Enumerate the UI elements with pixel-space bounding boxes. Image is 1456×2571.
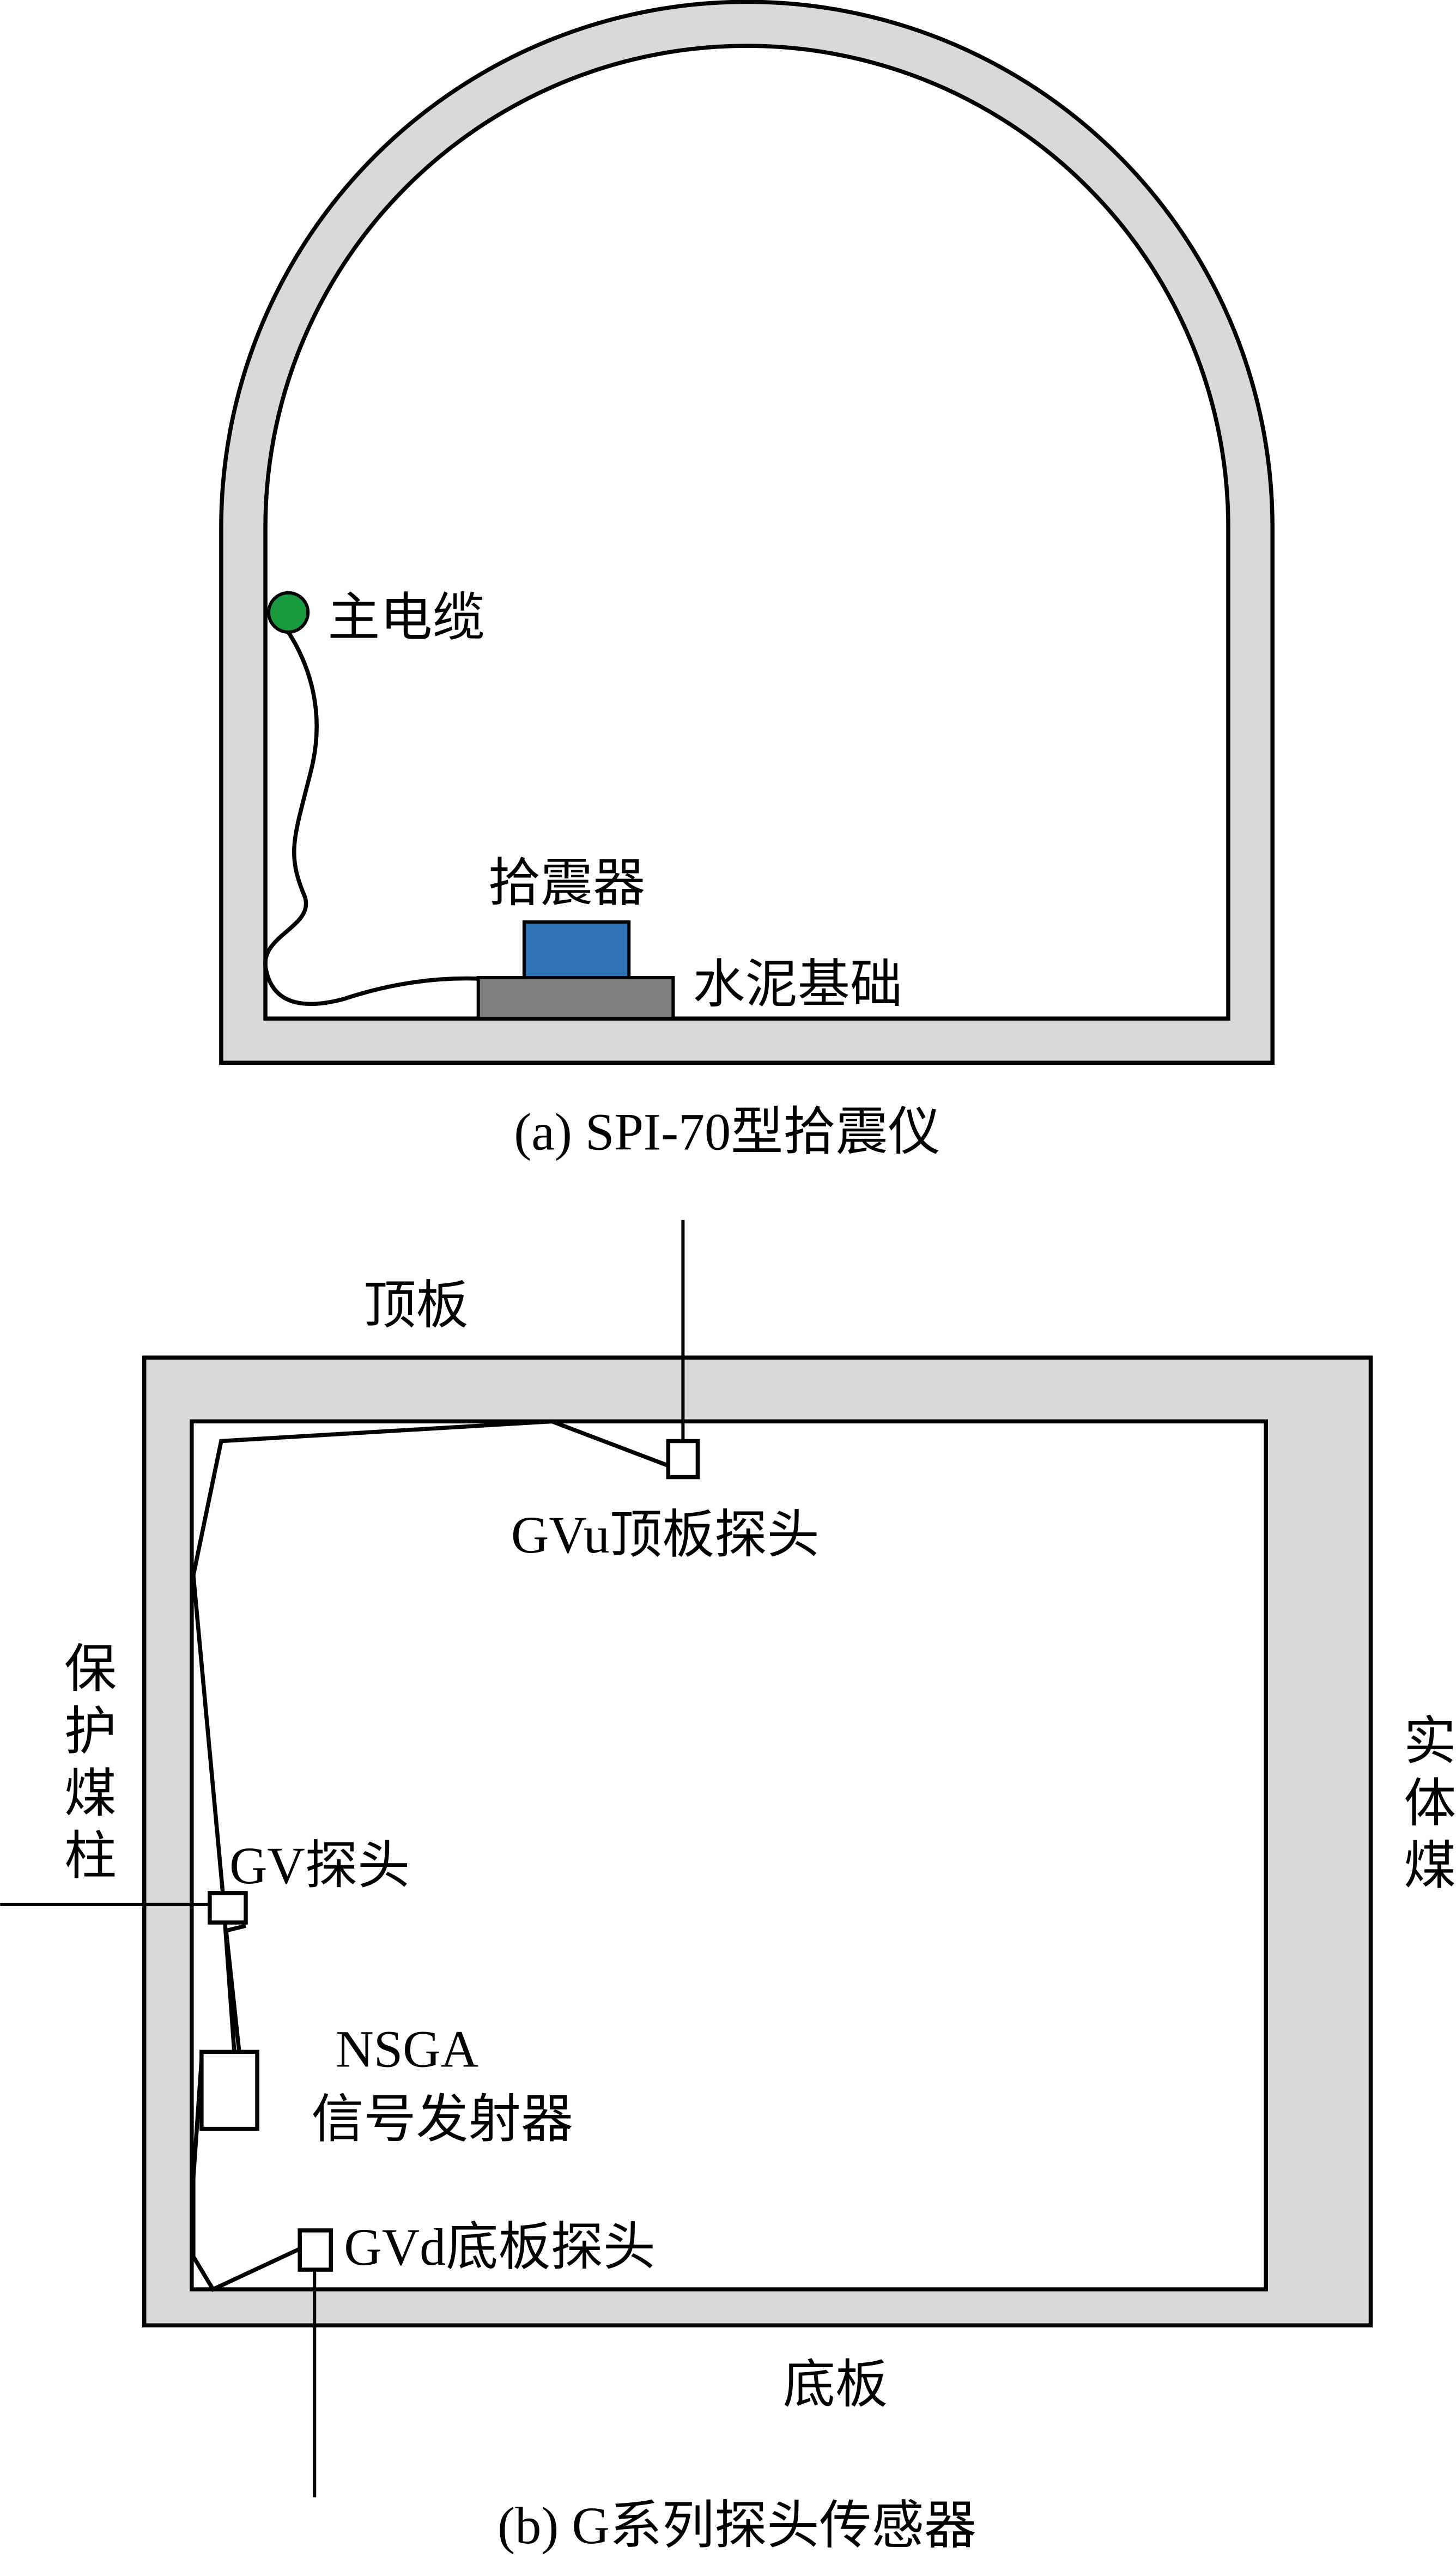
transmitter-label-2: 信号发射器 xyxy=(311,2090,573,2149)
panel-b-rect-tunnel: 顶板 底板 保护煤柱 实体煤 GVu顶板探头 GV探头 NSGA 信号发射器 G… xyxy=(0,1220,1455,2555)
panel-a-arch-tunnel: 主电缆 拾震器 水泥基础 (a) SPI-70型拾震仪 xyxy=(219,0,1275,1161)
seismometer-label: 拾震器 xyxy=(488,854,645,912)
floor-label: 底板 xyxy=(783,2355,888,2414)
roof-probe xyxy=(666,1439,700,1479)
floor-probe-label: GVd底板探头 xyxy=(344,2218,656,2276)
side-probe xyxy=(208,1891,248,1925)
nsga-transmitter xyxy=(199,2049,259,2131)
roof-probe-label: GVu顶板探头 xyxy=(511,1506,820,1564)
concrete-base xyxy=(476,976,675,1021)
main-cable-node-icon xyxy=(267,591,310,634)
main-cable-wire xyxy=(263,630,492,1006)
panel-b-caption: (b) G系列探头传感器 xyxy=(498,2496,976,2555)
side-probe-label: GV探头 xyxy=(229,1836,410,1895)
panel-a-caption: (a) SPI-70型拾震仪 xyxy=(514,1103,941,1161)
rect-tunnel-wall xyxy=(142,1355,1373,2327)
right-rib-label: 实体煤 xyxy=(1396,1713,1455,1900)
arch-tunnel-wall xyxy=(219,0,1275,1065)
transmitter-label-1: NSGA xyxy=(336,2020,478,2078)
main-cable-label: 主电缆 xyxy=(327,589,484,647)
floor-probe-cable xyxy=(191,2060,312,2292)
seismometer xyxy=(522,920,631,980)
left-rib-label: 保护煤柱 xyxy=(56,1641,116,1890)
roof-label: 顶板 xyxy=(363,1276,468,1335)
floor-probe xyxy=(298,2228,333,2272)
side-probe-cable xyxy=(223,1924,246,2052)
concrete-base-label: 水泥基础 xyxy=(693,955,902,1014)
